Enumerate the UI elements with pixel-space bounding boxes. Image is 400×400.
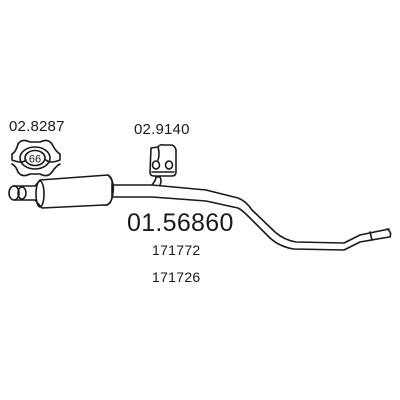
reference-number-2: 171726 xyxy=(152,269,201,285)
clamp-part-number: 02.8287 xyxy=(9,118,65,135)
muffler-icon xyxy=(8,174,115,209)
clamp-icon xyxy=(11,139,61,177)
mount-part-number: 02.9140 xyxy=(134,121,190,138)
rubber-mount-icon xyxy=(149,143,177,177)
main-part-number: 01.56860 xyxy=(127,209,234,237)
reference-number-1: 171772 xyxy=(152,242,201,258)
clamp-size-label: 66 xyxy=(29,154,41,166)
exhaust-pipe-icon xyxy=(111,176,392,251)
